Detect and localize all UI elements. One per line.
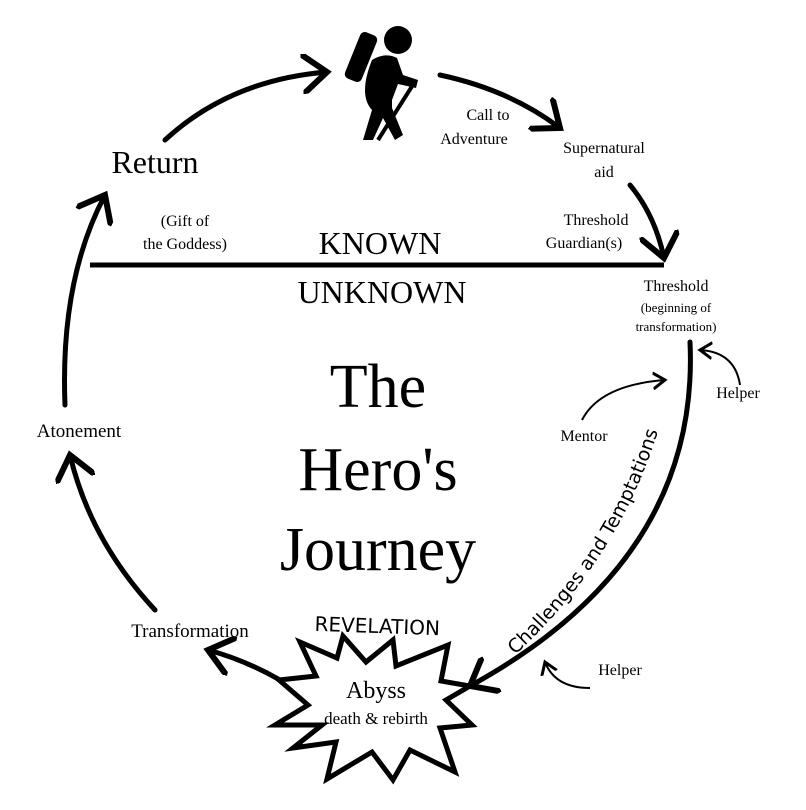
abyss-starburst [266, 630, 478, 785]
known-label: KNOWN [319, 225, 442, 261]
arc-transformation [208, 650, 283, 683]
title-line-1: The [330, 353, 426, 421]
mentor-label: Mentor [560, 428, 608, 445]
atonement-label: Atonement [37, 421, 122, 442]
arc-guardian [627, 182, 664, 258]
threshold-label-1: Threshold [644, 278, 709, 295]
arc-challenges [470, 339, 693, 686]
gift-label-2: the Goddess) [143, 236, 227, 253]
threshold-label-3: transformation) [636, 319, 717, 334]
arc-return-to-start [162, 72, 327, 143]
call-label-1: Call to [466, 107, 509, 124]
return-label: Return [111, 144, 198, 180]
transformation-label: Transformation [131, 621, 249, 642]
hiker-icon [344, 26, 418, 142]
abyss-label: Abyss [346, 678, 406, 704]
guardian-label-1: Threshold [564, 212, 629, 229]
title-line-3: Journey [280, 516, 476, 584]
gift-label-1: (Gift of [161, 213, 210, 230]
supernatural-label-2: aid [594, 164, 614, 181]
arc-atonement [70, 455, 158, 613]
unknown-label: UNKNOWN [298, 274, 467, 310]
helper-label-top: Helper [716, 385, 760, 402]
supernatural-label-1: Supernatural [563, 140, 645, 157]
helper-arrow-top [700, 350, 741, 386]
call-label-2: Adventure [440, 131, 508, 148]
guardian-label-2: Guardian(s) [546, 235, 622, 252]
helper-label-bottom: Helper [598, 662, 642, 679]
title-line-2: Hero's [298, 436, 457, 504]
mentor-arrow [581, 380, 665, 421]
helper-arrow-bottom [545, 662, 591, 689]
threshold-label-2: (beginning of [641, 300, 712, 315]
revelation-label: REVELATION [314, 612, 440, 640]
arc-return [62, 195, 106, 408]
arc-call [437, 72, 560, 128]
abyss-sub-label: death & rebirth [324, 709, 428, 728]
